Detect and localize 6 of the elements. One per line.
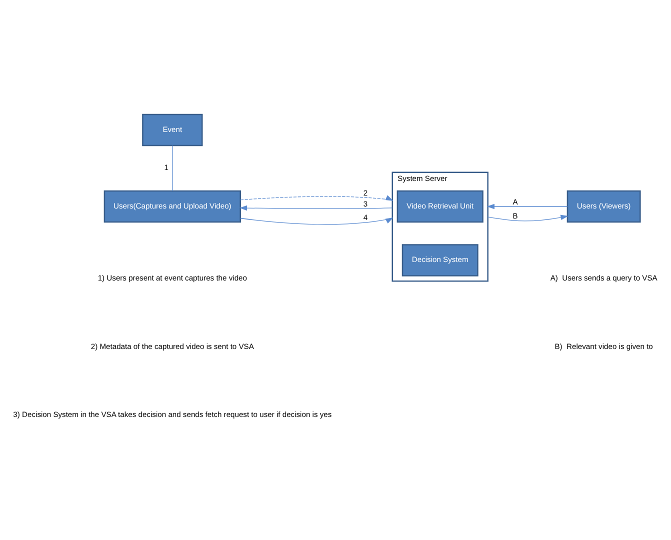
arrow [240, 217, 394, 224]
arrow [488, 214, 568, 221]
arrow [239, 204, 393, 210]
connector [172, 144, 173, 191]
arrow [486, 203, 568, 209]
arrow [240, 194, 394, 200]
